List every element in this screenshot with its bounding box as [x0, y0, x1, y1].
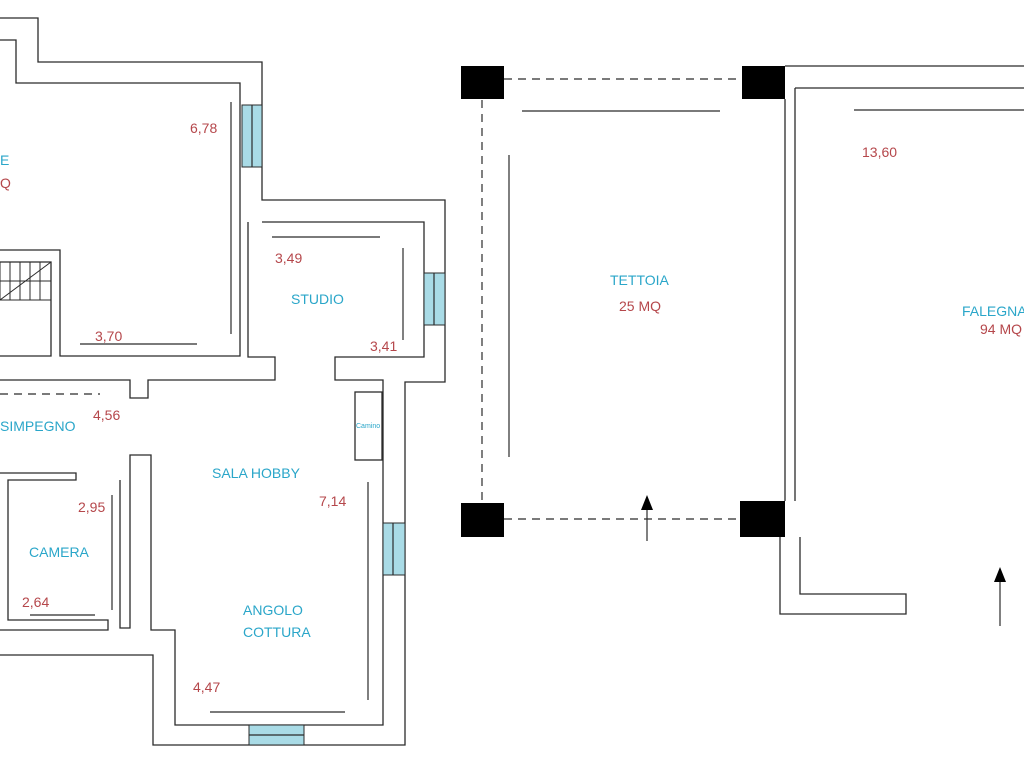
- dim-264: 2,64: [22, 594, 49, 610]
- dim-456: 4,56: [93, 407, 120, 423]
- window-3: [382, 522, 406, 576]
- fireplace-label: Camino: [356, 423, 380, 430]
- windows: [241, 104, 446, 746]
- pillar-3: [461, 503, 504, 537]
- room-label-top-left: E: [0, 152, 9, 168]
- room-label-angolo: ANGOLO: [243, 602, 303, 618]
- room-label-cottura: COTTURA: [243, 624, 311, 640]
- area-top-left: Q: [0, 175, 11, 191]
- area-tettoia: 25 MQ: [619, 298, 661, 314]
- dim-447: 4,47: [193, 679, 220, 695]
- house-walls: [0, 17, 446, 746]
- room-label-falegnameria: FALEGNA: [962, 303, 1024, 319]
- dim-295: 2,95: [78, 499, 105, 515]
- dim-349: 3,49: [275, 250, 302, 266]
- dim-714: 7,14: [319, 493, 346, 509]
- area-falegnameria: 94 MQ: [980, 321, 1022, 337]
- room-label-camera: CAMERA: [29, 544, 90, 560]
- labels: E Q 6,78 3,70 3,49 STUDIO 3,41 SIMPEGNO …: [0, 120, 1024, 695]
- room-label-disimpegno: SIMPEGNO: [0, 418, 76, 434]
- room-label-tettoia: TETTOIA: [610, 272, 670, 288]
- pillar-2: [742, 66, 785, 99]
- room-label-sala-hobby: SALA HOBBY: [212, 465, 301, 481]
- fireplace: [354, 391, 383, 461]
- staircase: [0, 261, 52, 301]
- arrow-up-icon-2: [994, 567, 1006, 582]
- pillar-4: [740, 501, 785, 537]
- dim-341: 3,41: [370, 338, 397, 354]
- pillar-1: [461, 66, 504, 99]
- dim-1360: 13,60: [862, 144, 897, 160]
- falegnameria-walls: [779, 65, 1024, 626]
- dim-370: 3,70: [95, 328, 122, 344]
- dim-678: 6,78: [190, 120, 217, 136]
- arrow-up-icon: [641, 495, 653, 510]
- room-label-studio: STUDIO: [291, 291, 344, 307]
- tettoia-structure: [461, 66, 785, 541]
